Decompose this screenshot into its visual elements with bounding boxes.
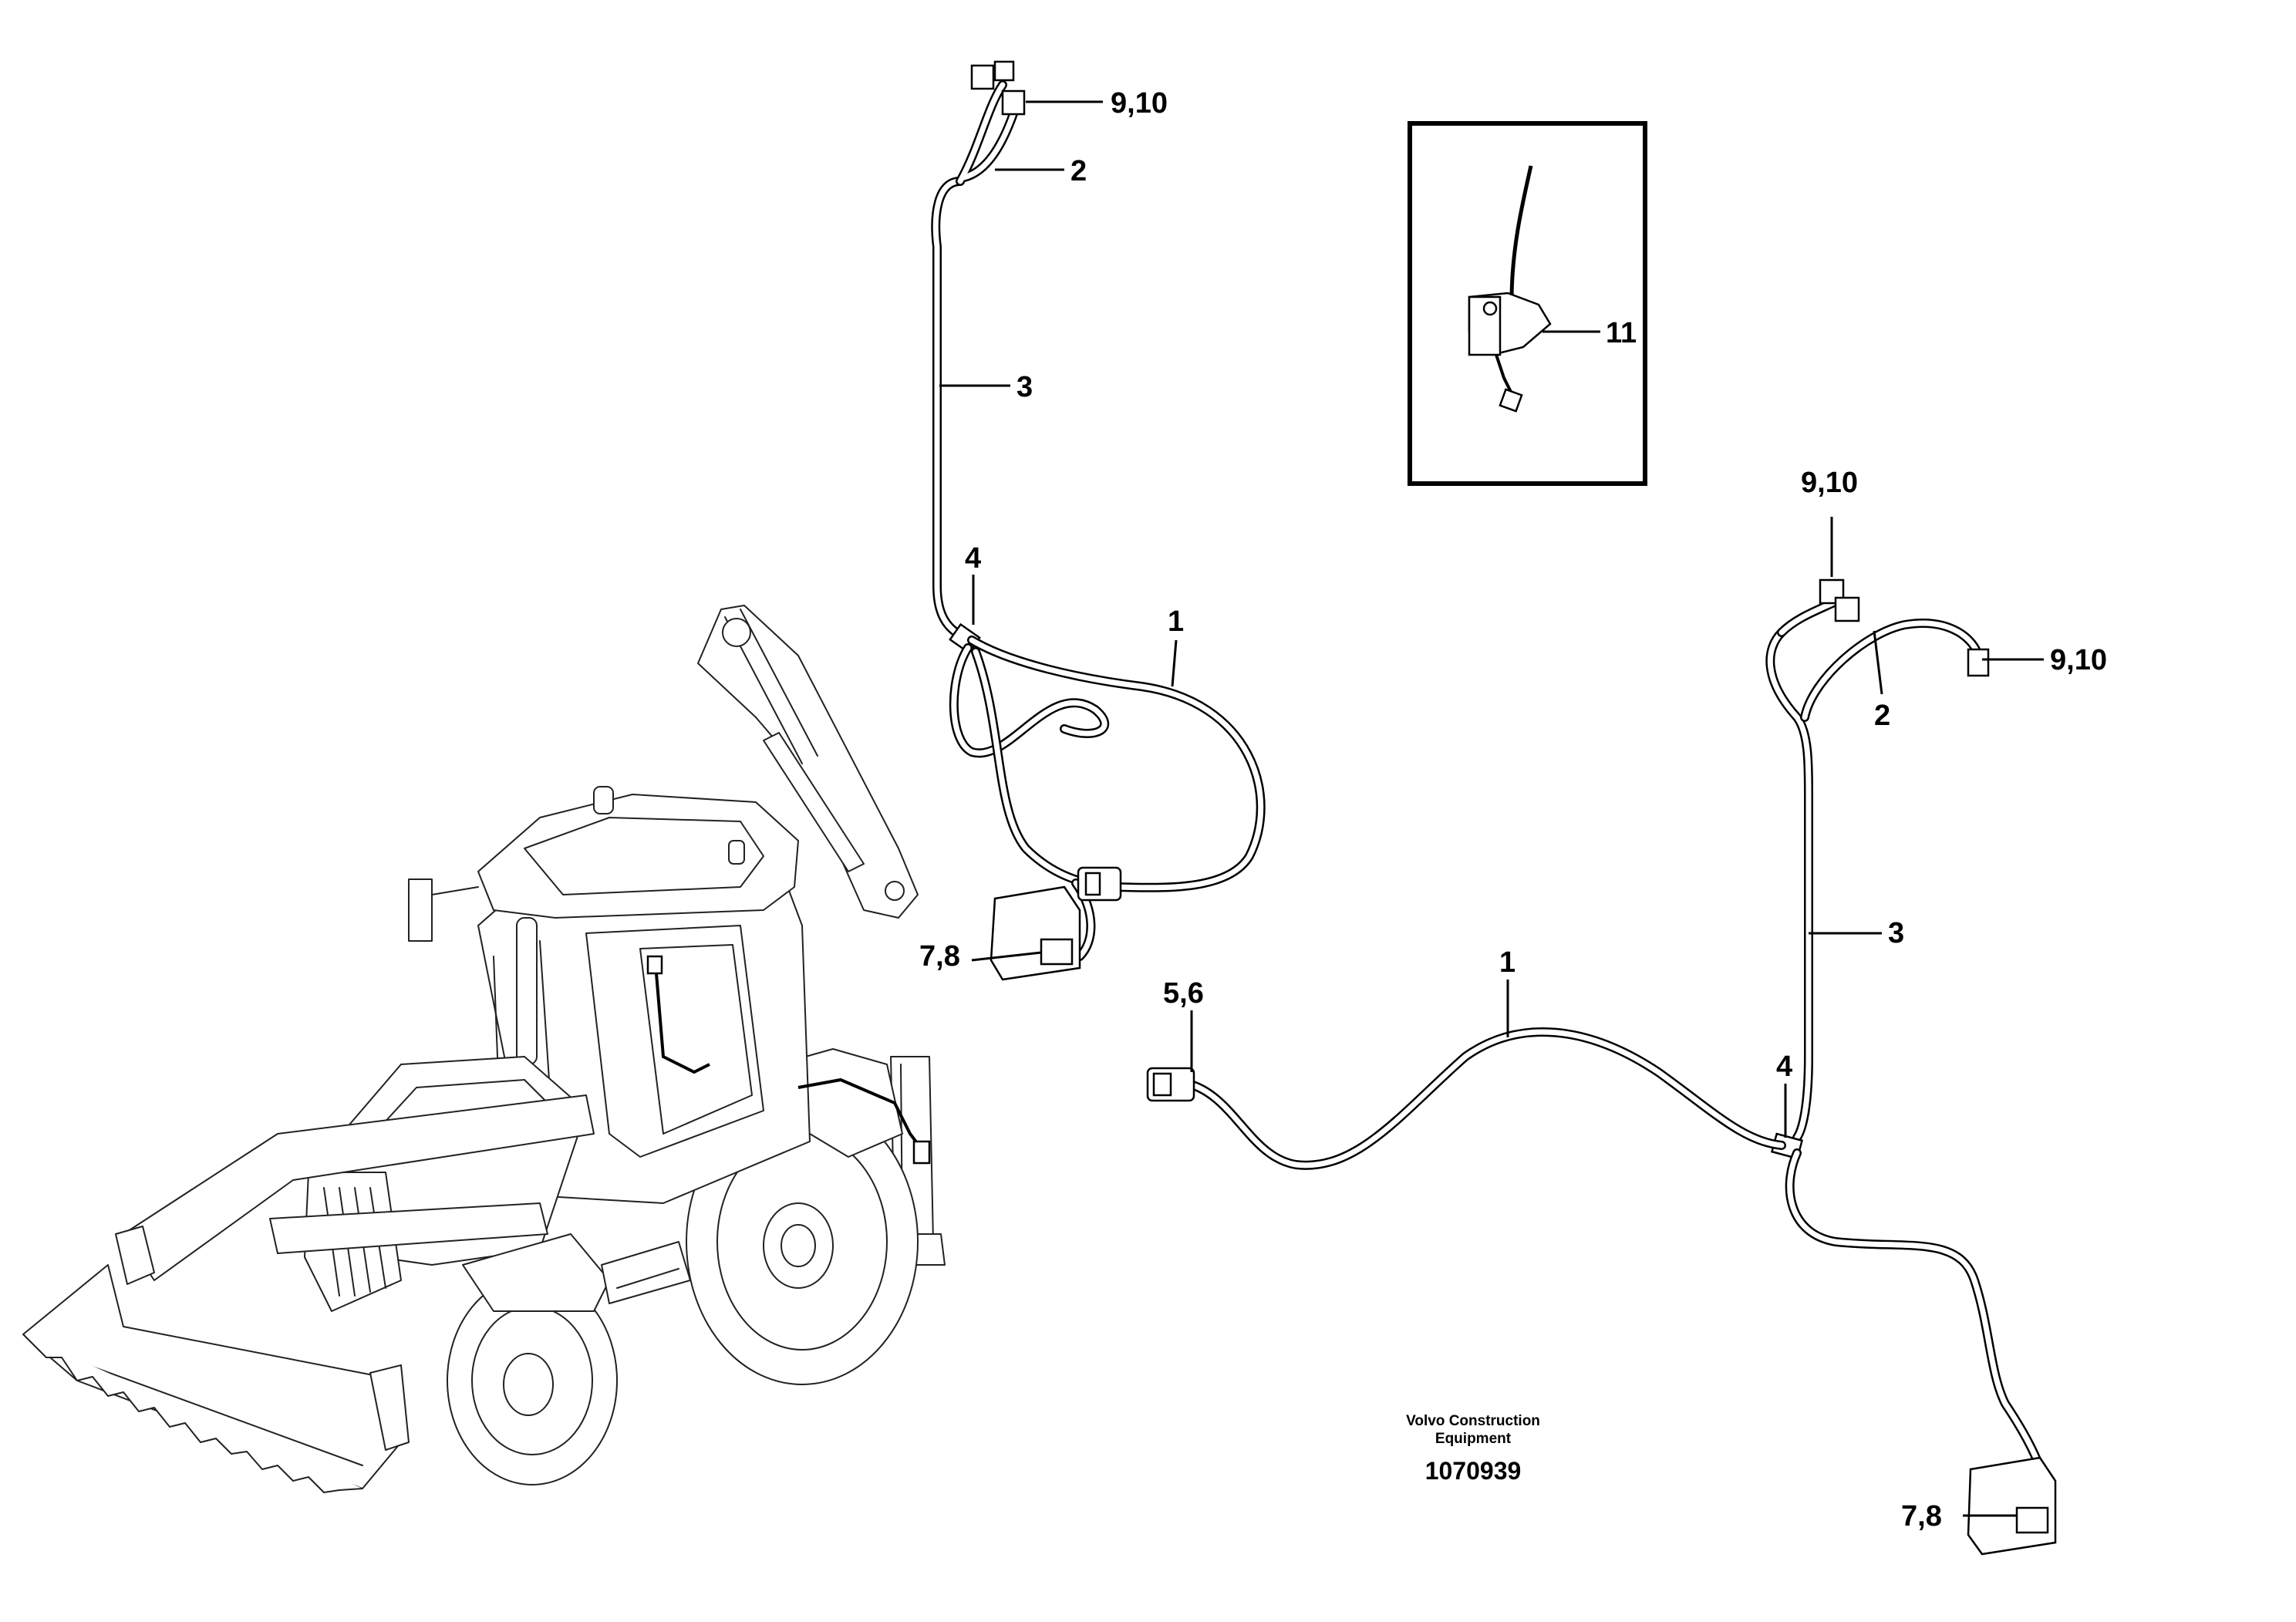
- connector-top-a: [970, 64, 995, 90]
- document-number: 1070939: [1425, 1457, 1522, 1485]
- work-lamp-upper: [990, 885, 1081, 981]
- caption-line-2: Equipment: [1435, 1431, 1512, 1447]
- callout-right-2: 2: [1874, 700, 1890, 732]
- callout-right-5-6: 5,6: [1163, 977, 1204, 1010]
- callout-top-7-8: 7,8: [919, 940, 960, 973]
- callout-top-9-10: 9,10: [1111, 87, 1168, 120]
- callout-right-4: 4: [1776, 1050, 1792, 1083]
- callout-top-3: 3: [1017, 371, 1033, 403]
- publisher-caption: Volvo Construction Equipment 1070939: [1406, 1413, 1540, 1485]
- connector-lower-b: [1967, 648, 1990, 677]
- callout-top-2: 2: [1070, 155, 1087, 187]
- callout-right-3: 3: [1888, 917, 1904, 949]
- connector-top-b: [1001, 89, 1026, 116]
- harness-cable-1-upper: [967, 636, 1266, 892]
- callout-right-9-10-b: 9,10: [2050, 644, 2107, 676]
- upper-harness-assembly: [931, 60, 1266, 981]
- lower-harness-assembly: [1146, 578, 2057, 1556]
- work-lamp-lower: [1967, 1456, 2057, 1556]
- callout-inset-11: 11: [1606, 317, 1637, 349]
- connector-lower-a: [1819, 578, 1845, 605]
- callout-top-4: 4: [965, 542, 981, 575]
- inset-switch-detail: [1408, 121, 1647, 486]
- callout-right-7-8: 7,8: [1901, 1500, 1942, 1533]
- callout-right-1: 1: [1499, 946, 1515, 979]
- callout-right-9-10-a: 9,10: [1801, 467, 1858, 499]
- backhoe-loader-illustration: [22, 605, 946, 1493]
- caption-line-1: Volvo Construction: [1406, 1413, 1540, 1429]
- leader-lines: [939, 100, 2044, 1517]
- callout-top-1: 1: [1168, 605, 1184, 638]
- callout-labels: 9,10 2 3 4 1 7,8 11 9,10 9,10 2 3 1 5,6 …: [919, 87, 2107, 1533]
